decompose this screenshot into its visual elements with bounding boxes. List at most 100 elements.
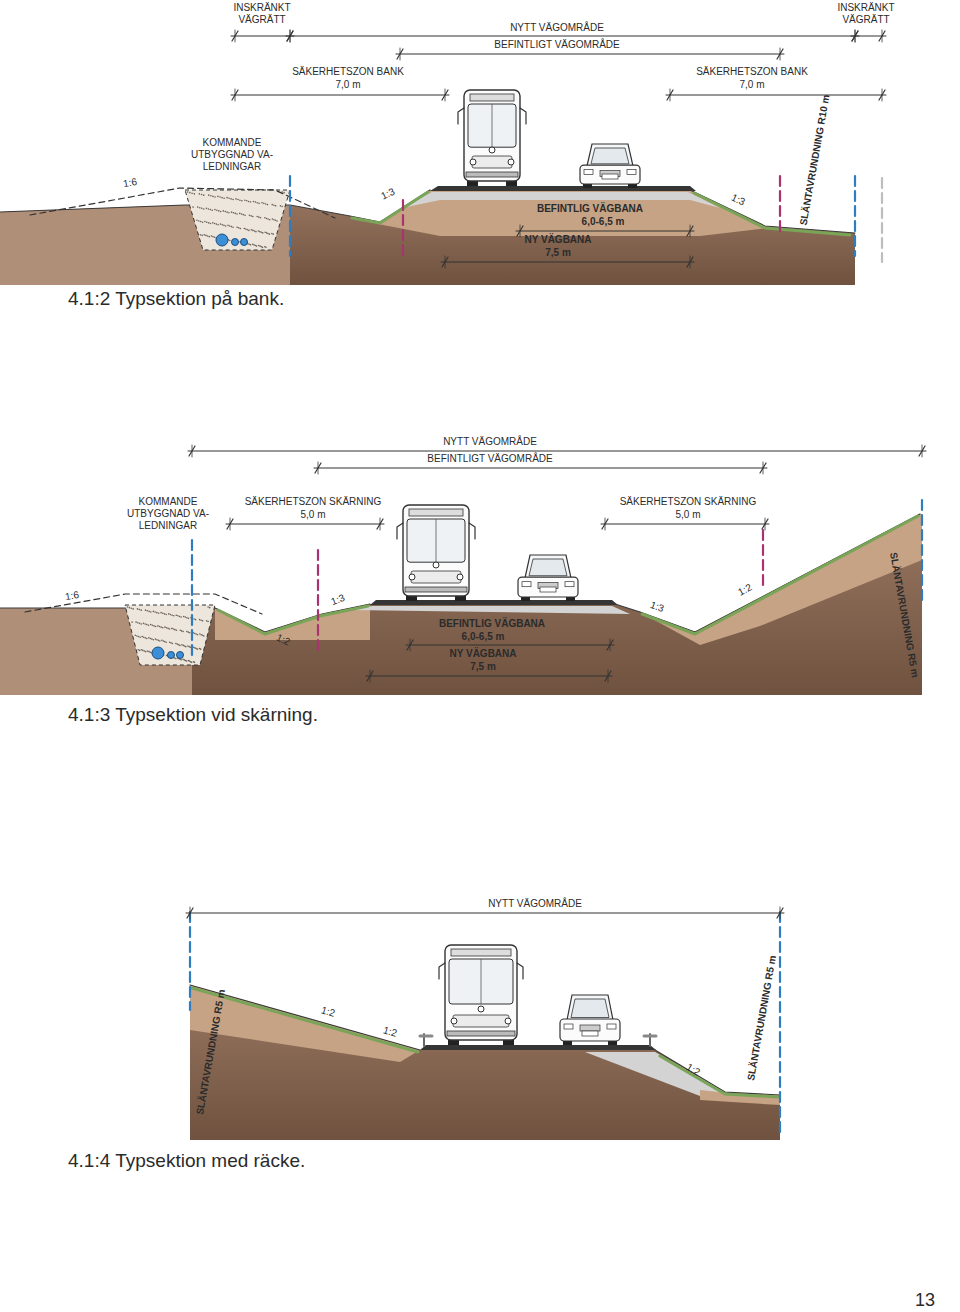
gravel-dot [144, 623, 146, 625]
gravel-dot [245, 228, 247, 230]
car-roof [587, 144, 633, 166]
gravel-dot [232, 226, 234, 228]
gravel-dot [265, 247, 267, 249]
water-pipe [216, 234, 228, 246]
dimension-label: 7,0 m [335, 79, 360, 91]
slope-label: 1:6 [122, 176, 138, 190]
dimension-tick [232, 31, 238, 41]
bus-sign [470, 94, 514, 101]
car-illustration [580, 144, 640, 188]
dimension-line [231, 36, 294, 37]
dimension-tick [852, 31, 858, 41]
gravel-dot [233, 212, 235, 214]
gravel-dot [153, 639, 155, 641]
ground-surface [690, 190, 855, 233]
gravel-dot [169, 628, 171, 630]
dimension-line [314, 468, 767, 469]
gravel-dot [219, 196, 221, 198]
dimension-tick [397, 49, 403, 59]
gravel-dot [200, 619, 202, 621]
gravel-dot [180, 616, 182, 618]
gravel-dot [214, 237, 216, 239]
dimension-tick [442, 257, 448, 267]
dimension-tick [230, 518, 231, 530]
bus-mirror [469, 523, 475, 539]
gravel-dot [148, 624, 150, 626]
gravel-dot [239, 213, 241, 215]
gravel-dot [183, 616, 185, 618]
car-body [560, 1019, 620, 1041]
gravel-dot [264, 231, 266, 233]
gravel-dot [208, 222, 210, 224]
boundary-marker [779, 912, 781, 1132]
dimension-tick [290, 30, 291, 42]
gravel-dot [155, 638, 157, 640]
gravel-dot [164, 641, 166, 643]
dimension-tick [287, 31, 293, 41]
gravel-dot [226, 211, 228, 213]
gravel-dot [179, 645, 181, 647]
gravel-dot [141, 636, 143, 638]
gravel-dot [248, 230, 250, 232]
bus-sign [451, 949, 511, 956]
gravel-dot [262, 247, 264, 249]
road-base-layer [352, 606, 630, 614]
gravel-dot [150, 638, 152, 640]
gravel-dot [246, 200, 248, 202]
gravel-dot [275, 220, 277, 222]
gravel-dot [217, 196, 219, 198]
bus-bumper [447, 1031, 515, 1036]
gravel-dot [244, 228, 246, 230]
dimension-tick [919, 446, 925, 456]
car-body [580, 165, 640, 184]
boundary-marker [779, 176, 781, 236]
gravel-dot [144, 637, 146, 639]
gravel-dot [236, 213, 238, 215]
dimension-line [186, 913, 784, 914]
gravel-dot [250, 215, 252, 217]
gravel-dot [269, 219, 271, 221]
gravel-dot [179, 616, 181, 618]
gravel-dot [170, 614, 172, 616]
slope-label: 1:2 [274, 632, 292, 649]
gravel-dot [214, 223, 216, 225]
gravel-dot [231, 226, 233, 228]
slope-label: 1:2 [736, 581, 754, 598]
ground-surface [615, 514, 920, 632]
gravel-dot [159, 626, 161, 628]
gravel-dot [189, 632, 191, 634]
gravel-dot [188, 618, 190, 620]
gravel-dot [196, 220, 198, 222]
dimension-tick [407, 640, 413, 650]
dimension-label: KOMMANDE UTBYGGNAD VA-LEDNINGAR [107, 496, 229, 532]
dimension-label: 5,0 m [675, 509, 700, 521]
gravel-dot [205, 235, 207, 237]
gravel-dot [266, 218, 268, 220]
boundary-marker [854, 176, 856, 256]
dimension-line [441, 262, 694, 263]
bus-body [403, 505, 469, 596]
gravel-dot [148, 637, 150, 639]
dimension-tick [879, 90, 885, 100]
gravel-dot [169, 641, 171, 643]
dimension-tick [777, 908, 783, 918]
gravel-dot [256, 216, 258, 218]
asphalt-layer [430, 186, 696, 191]
gravel-dot [131, 621, 133, 623]
water-pipe [152, 647, 164, 659]
dimension-tick [879, 31, 885, 41]
gravel-dot [146, 610, 148, 612]
boundary-marker [881, 178, 883, 262]
gravel-dot [210, 223, 212, 225]
gravel-dot [208, 208, 210, 210]
gravel-dot [150, 611, 152, 613]
car-headlight [564, 1024, 573, 1029]
gravel-dot [130, 607, 132, 609]
bus-logo [489, 147, 495, 153]
boundary-marker [317, 550, 319, 650]
car-headlight [565, 582, 574, 587]
car-grille [580, 1025, 600, 1031]
bus-mirror [439, 963, 445, 979]
gravel-dot [160, 626, 162, 628]
dimension-tick [608, 670, 609, 682]
